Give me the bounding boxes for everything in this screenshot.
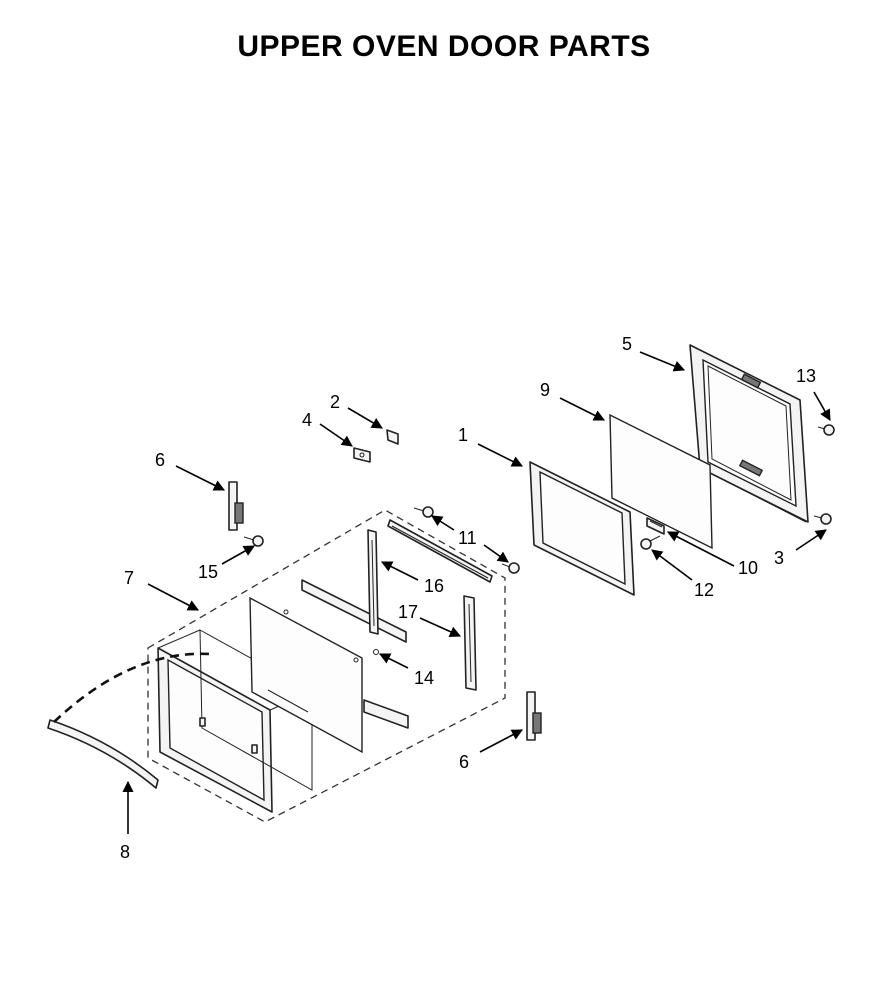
page-title: UPPER OVEN DOOR PARTS — [237, 30, 651, 63]
callout-3: 3 — [774, 548, 784, 568]
screw-3-icon — [813, 513, 832, 525]
part-9-glass — [609, 413, 713, 550]
callout-7: 7 — [124, 568, 134, 588]
callout-16: 16 — [424, 576, 444, 596]
part-14-hole — [373, 649, 379, 655]
part-11-top-bar — [387, 519, 493, 583]
callout-labels: 1 2 3 4 5 6 6 7 8 9 10 11 12 13 14 15 16… — [120, 334, 816, 862]
part-17-rail — [463, 595, 477, 691]
callout-12: 12 — [694, 580, 714, 600]
part-4-clip — [353, 447, 371, 463]
screw-13-icon — [817, 424, 835, 436]
screw-11a-icon — [413, 506, 434, 518]
callout-5: 5 — [622, 334, 632, 354]
callout-6-lower: 6 — [459, 752, 469, 772]
leader-lines — [122, 351, 831, 834]
callout-15: 15 — [198, 562, 218, 582]
part-8-handle — [47, 652, 211, 789]
part-10-bracket — [646, 517, 665, 535]
callout-8: 8 — [120, 842, 130, 862]
screw-15-icon — [243, 535, 264, 547]
part-1-inner-panel — [529, 461, 635, 596]
callout-6-upper: 6 — [155, 450, 165, 470]
screw-11b-icon — [501, 562, 520, 574]
callout-4: 4 — [302, 410, 312, 430]
part-7-assembly-boundary — [147, 509, 506, 823]
callout-9: 9 — [540, 380, 550, 400]
callout-1: 1 — [458, 425, 468, 445]
callout-17: 17 — [398, 602, 418, 622]
callout-10: 10 — [738, 558, 758, 578]
part-5-rear-frame — [689, 344, 809, 523]
screw-12-icon — [640, 535, 661, 550]
callout-2: 2 — [330, 392, 340, 412]
callout-13: 13 — [796, 366, 816, 386]
part-6-upper-hinge — [228, 481, 244, 531]
part-2-clip — [386, 429, 399, 445]
part-16-rail — [367, 529, 379, 635]
part-7-middle-glass — [249, 596, 363, 754]
part-7-outer-frame — [157, 629, 313, 813]
part-6-lower-hinge — [526, 691, 542, 741]
callout-11: 11 — [458, 528, 477, 548]
callout-14: 14 — [414, 668, 434, 688]
